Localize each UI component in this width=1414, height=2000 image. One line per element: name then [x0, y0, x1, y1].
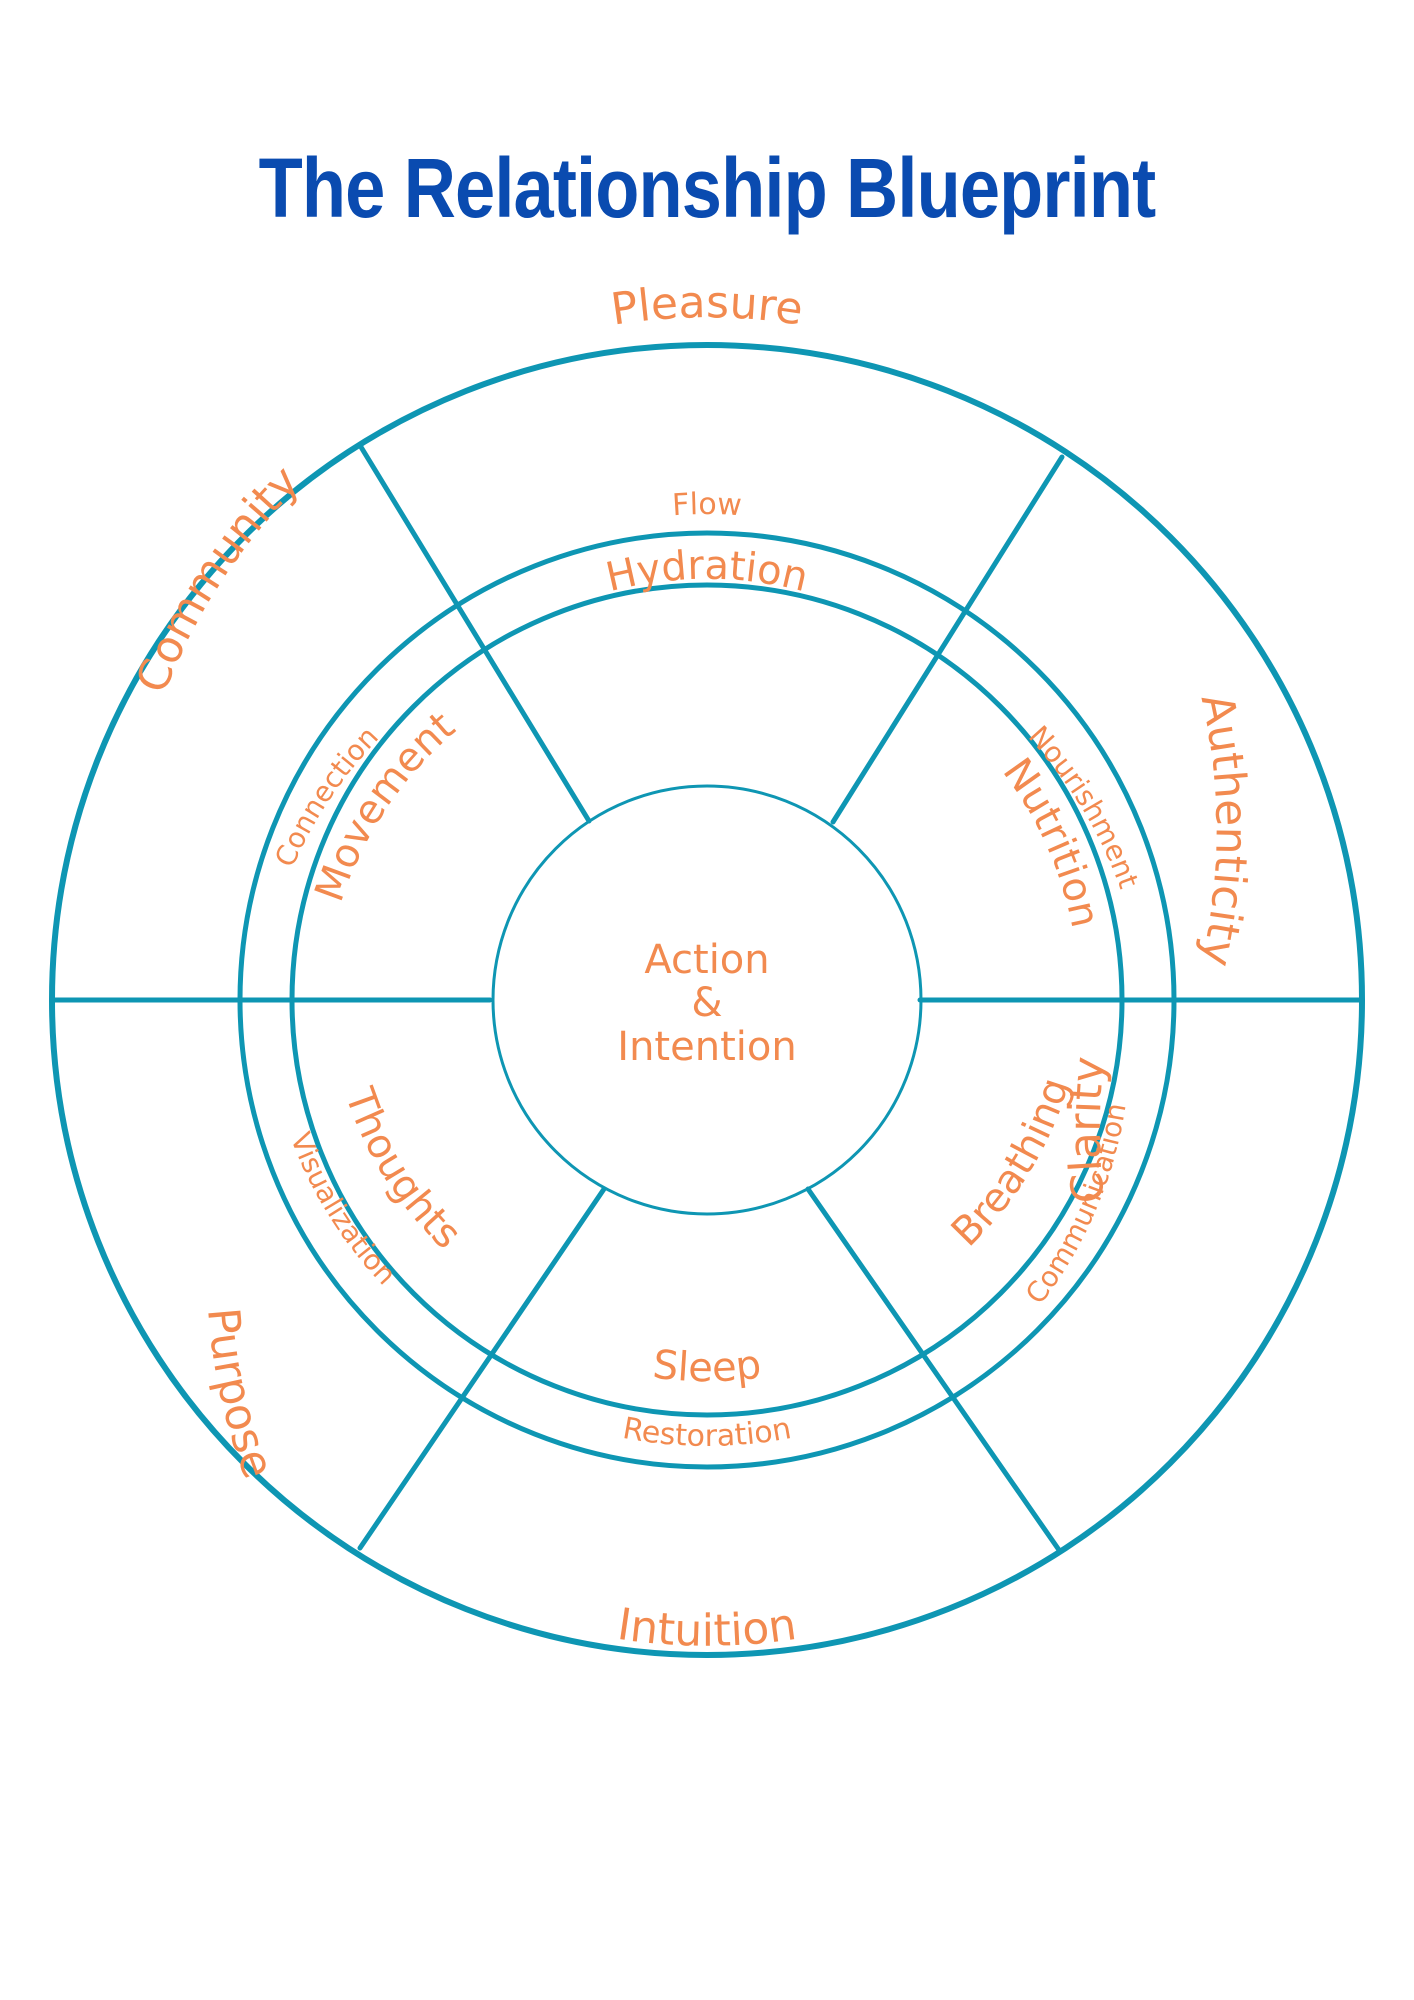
middle-label-restoration: Restoration — [620, 1411, 794, 1454]
middle-label-flow: Flow — [671, 487, 742, 523]
spoke-bottom-left — [357, 1186, 607, 1551]
center-label-line2: & — [691, 980, 722, 1026]
inner-label-hydration: Hydration — [602, 543, 813, 601]
spoke-top-left — [358, 444, 592, 824]
outer-label-authenticity: Authenticity — [1191, 689, 1257, 971]
page-title: The Relationship Blueprint — [258, 141, 1157, 235]
inner-label-sleep: Sleep — [650, 1342, 763, 1392]
outer-label-community: Community — [126, 456, 309, 700]
outer-label-pleasure: Pleasure — [608, 277, 806, 335]
center-label-line1: Action — [644, 937, 769, 983]
outer-label-clarity: Clarity — [1060, 1054, 1115, 1205]
spoke-top-right — [830, 454, 1065, 825]
center-label-line3: Intention — [617, 1024, 796, 1070]
spoke-bottom-right — [805, 1186, 1062, 1553]
spokes — [49, 444, 1365, 1553]
outer-label-purpose: Purpose — [197, 1306, 284, 1485]
outer-label-intuition: Intuition — [614, 1599, 799, 1657]
inner-label-breathing: Breathing — [943, 1072, 1079, 1255]
